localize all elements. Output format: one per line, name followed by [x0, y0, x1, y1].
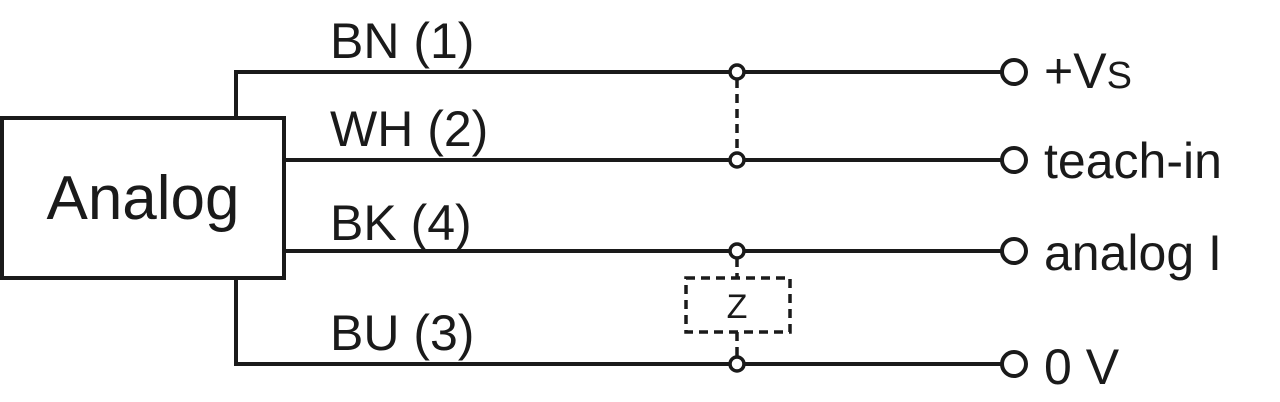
analog-sensor-box	[0, 116, 286, 280]
wire-bu	[234, 278, 1002, 366]
wire-label-bu: BU (3)	[330, 305, 474, 361]
terminal-label-vs: +VS	[1044, 43, 1132, 99]
terminal-label-vs-sub: S	[1107, 55, 1132, 97]
terminal-label-teach-in: teach-in	[1044, 133, 1222, 189]
junction-node	[728, 151, 746, 169]
load-label: Z	[727, 288, 748, 326]
terminal-teach-in	[1000, 146, 1028, 174]
wire-bn	[234, 70, 1002, 118]
wire-label-bn: BN (1)	[330, 13, 474, 69]
terminal-0v	[1000, 350, 1028, 378]
junction-node	[728, 63, 746, 81]
wire-label-wh: WH (2)	[330, 101, 488, 157]
terminal-analog	[1000, 237, 1028, 265]
terminal-label-vs-main: +V	[1044, 43, 1107, 99]
terminal-label-analog: analog I	[1044, 225, 1222, 281]
junction-node	[728, 355, 746, 373]
wire-label-bk: BK (4)	[330, 195, 472, 251]
sensor-box-label: Analog	[46, 164, 239, 233]
junction-node	[728, 242, 746, 260]
terminal-vs	[1000, 58, 1028, 86]
terminal-label-0v: 0 V	[1044, 339, 1120, 395]
